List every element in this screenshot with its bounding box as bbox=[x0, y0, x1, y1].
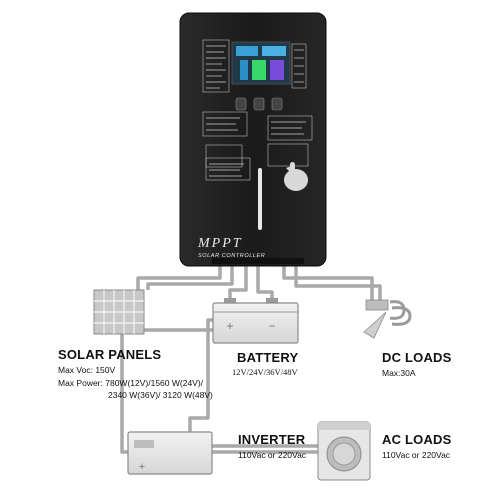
indicator-strip bbox=[258, 168, 262, 230]
svg-text:+: + bbox=[139, 461, 145, 473]
solar-panels-title: SOLAR PANELS bbox=[58, 347, 162, 362]
control-buttons bbox=[235, 97, 283, 111]
dc-loads-spec: Max:30A bbox=[382, 368, 416, 378]
wire-dc-load-2 bbox=[294, 262, 382, 300]
battery-icon: + − bbox=[212, 298, 299, 344]
wire-battery-to-inverter-2 bbox=[120, 328, 213, 454]
battery-title: BATTERY bbox=[237, 350, 299, 365]
ac-loads-spec: 110Vac or 220Vac bbox=[382, 450, 451, 460]
solar-panel bbox=[93, 289, 145, 335]
svg-text:−: − bbox=[268, 319, 275, 333]
wires bbox=[120, 262, 382, 454]
dc-loads-title: DC LOADS bbox=[382, 350, 452, 365]
solar-max-power-line1: Max Power: 780W(12V)/1560 W(24V)/ bbox=[58, 378, 204, 388]
mppt-controller bbox=[179, 12, 327, 267]
button-1 bbox=[235, 97, 247, 111]
inverter-title: INVERTER bbox=[238, 432, 306, 447]
lcd-battery-bar bbox=[252, 60, 266, 80]
wire-battery-positive bbox=[228, 262, 248, 302]
ac-loads-title: AC LOADS bbox=[382, 432, 452, 447]
svg-text:+: + bbox=[226, 319, 233, 333]
wire-battery-negative bbox=[256, 262, 274, 302]
solar-max-power-line2: 2340 W(36V)/ 3120 W(48V) bbox=[108, 390, 213, 400]
button-3 bbox=[271, 97, 283, 111]
dc-load-bulb-icon bbox=[363, 299, 412, 339]
wire-solar-positive bbox=[136, 262, 222, 290]
battery-spec: 12V/24V/36V/48V bbox=[232, 367, 298, 377]
inverter-icon: + bbox=[127, 431, 213, 475]
wire-dc-load-1 bbox=[282, 262, 374, 300]
washing-machine-icon bbox=[317, 421, 371, 481]
solar-max-voc: Max Voc: 150V bbox=[58, 365, 116, 375]
button-2 bbox=[253, 97, 265, 111]
touch-hand-icon bbox=[284, 162, 308, 191]
inverter-spec: 110Vac or 220Vac bbox=[238, 450, 307, 460]
controller-brand: MPPT bbox=[198, 236, 243, 251]
controller-subtitle: SOLAR CONTROLLER bbox=[198, 253, 266, 259]
wire-battery-to-inverter bbox=[188, 318, 213, 432]
wire-solar-negative bbox=[146, 262, 234, 290]
